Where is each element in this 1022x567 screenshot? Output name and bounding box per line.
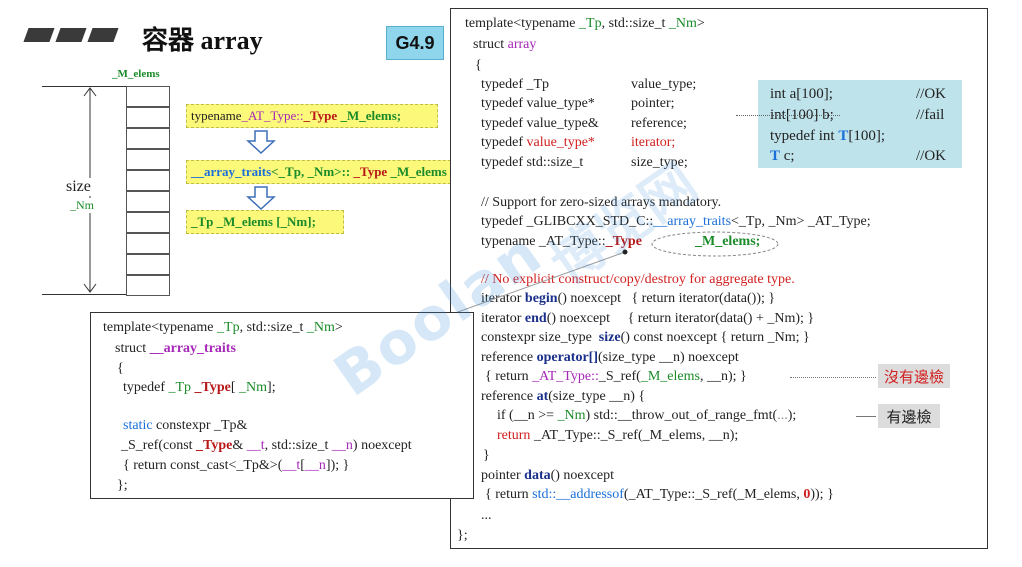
note-line: typedef int T[100];	[770, 128, 886, 144]
code-line: { return const_cast<_Tp&>(__t[__n]); }	[123, 458, 350, 473]
header-bar-1	[23, 28, 55, 42]
connector-line	[856, 416, 876, 417]
code-line: typename _AT_Type::_Type_M_elems;	[481, 234, 761, 249]
code-comment: // No explicit construct/copy/destroy fo…	[481, 272, 795, 287]
size-bottom-line	[42, 294, 127, 295]
box2-part: _Type	[353, 164, 388, 179]
box1-part: typename	[191, 108, 242, 123]
array-declaration-note: int a[100];//OK int[100] b;//fail typede…	[758, 80, 962, 168]
code-line: if (__n >= _Nm) std::__throw_out_of_rang…	[497, 408, 797, 423]
note-line: T c;//OK	[770, 148, 946, 164]
code-line: typedef value_type*iterator;	[481, 135, 676, 150]
array-cell	[126, 233, 170, 254]
header-bar-3	[87, 28, 119, 42]
box2-part: __array_traits	[191, 164, 272, 179]
note-line: int a[100];//OK	[770, 86, 946, 102]
code-line: {	[475, 58, 482, 73]
code-line: { return std::__addressof(_AT_Type::_S_r…	[485, 487, 834, 502]
array-cell	[126, 191, 170, 212]
code-line: reference at(size_type __n) {	[481, 389, 646, 404]
box1-part: _M_elems;	[337, 108, 402, 123]
code-line: template<typename _Tp, std::size_t _Nm>	[465, 16, 705, 31]
code-line: ...	[481, 508, 492, 523]
box2-part: _M_elems	[387, 164, 447, 179]
code-line: iterator begin() noexcept { return itera…	[481, 291, 776, 306]
code-line: struct __array_traits	[115, 341, 236, 356]
code-line: static constexpr _Tp&	[123, 418, 248, 433]
version-badge: G4.9	[386, 26, 444, 60]
array-cell	[126, 275, 170, 296]
code-line: _S_ref(const _Type& __t, std::size_t __n…	[121, 438, 412, 453]
type-box-traits: __array_traits <_Tp, _Nm>:: _Type _M_ele…	[186, 160, 476, 184]
code-line: typedef _GLIBCXX_STD_C::__array_traits<_…	[481, 214, 871, 229]
box1-part: _Type	[303, 108, 338, 123]
has-bound-check-tag: 有邊檢	[878, 404, 940, 428]
down-arrow-icon	[246, 130, 276, 154]
code-comment: // Support for zero-sized arrays mandato…	[481, 195, 722, 210]
type-box-typename: typename _AT_Type:: _Type _M_elems;	[186, 104, 438, 128]
code-line: return _AT_Type::_S_ref(_M_elems, __n);	[497, 428, 739, 443]
traits-code-panel: template<typename _Tp, std::size_t _Nm> …	[90, 312, 474, 499]
code-line: typedef value_type&reference;	[481, 116, 687, 131]
code-line: template<typename _Tp, std::size_t _Nm>	[103, 320, 343, 335]
code-line: { return _AT_Type::_S_ref(_M_elems, __n)…	[485, 369, 747, 384]
strike-line	[736, 115, 840, 116]
no-bound-check-tag: 沒有邊檢	[878, 364, 950, 388]
size-top-line	[42, 86, 127, 87]
main-code-panel: template<typename _Tp, std::size_t _Nm> …	[450, 8, 988, 549]
array-cell	[126, 128, 170, 149]
page-title: 容器 array	[142, 26, 263, 55]
nm-label: _Nm	[70, 198, 94, 213]
down-arrow-icon	[246, 186, 276, 210]
code-line: };	[457, 528, 468, 543]
type-box-final: _Tp _M_elems [_Nm];	[186, 210, 344, 234]
code-line: iterator end() noexcept { return iterato…	[481, 311, 815, 326]
array-cell	[126, 149, 170, 170]
array-cell	[126, 254, 170, 275]
connector-dotted	[790, 377, 876, 378]
m-elems-label: _M_elems	[112, 68, 160, 80]
box2-part: <_Tp, _Nm>::	[271, 164, 354, 179]
code-line: typedef value_type*pointer;	[481, 96, 675, 111]
array-cell	[126, 212, 170, 233]
code-line: typedef _Tp _Type[ _Nm];	[123, 380, 276, 395]
array-cell	[126, 170, 170, 191]
array-cell	[126, 107, 170, 128]
code-line: constexpr size_type size() const noexcep…	[481, 330, 810, 345]
code-line: };	[117, 478, 128, 493]
size-label: size	[64, 178, 93, 196]
code-line: reference operator[](size_type __n) noex…	[481, 350, 739, 365]
code-line: {	[117, 361, 124, 376]
code-line: pointer data() noexcept	[481, 468, 614, 483]
header-bar-2	[55, 28, 87, 42]
array-cell	[126, 86, 170, 107]
code-line: }	[483, 448, 490, 463]
code-line: struct array	[473, 37, 537, 52]
highlight-ellipse	[651, 231, 779, 257]
box1-part: _AT_Type::	[241, 108, 304, 123]
